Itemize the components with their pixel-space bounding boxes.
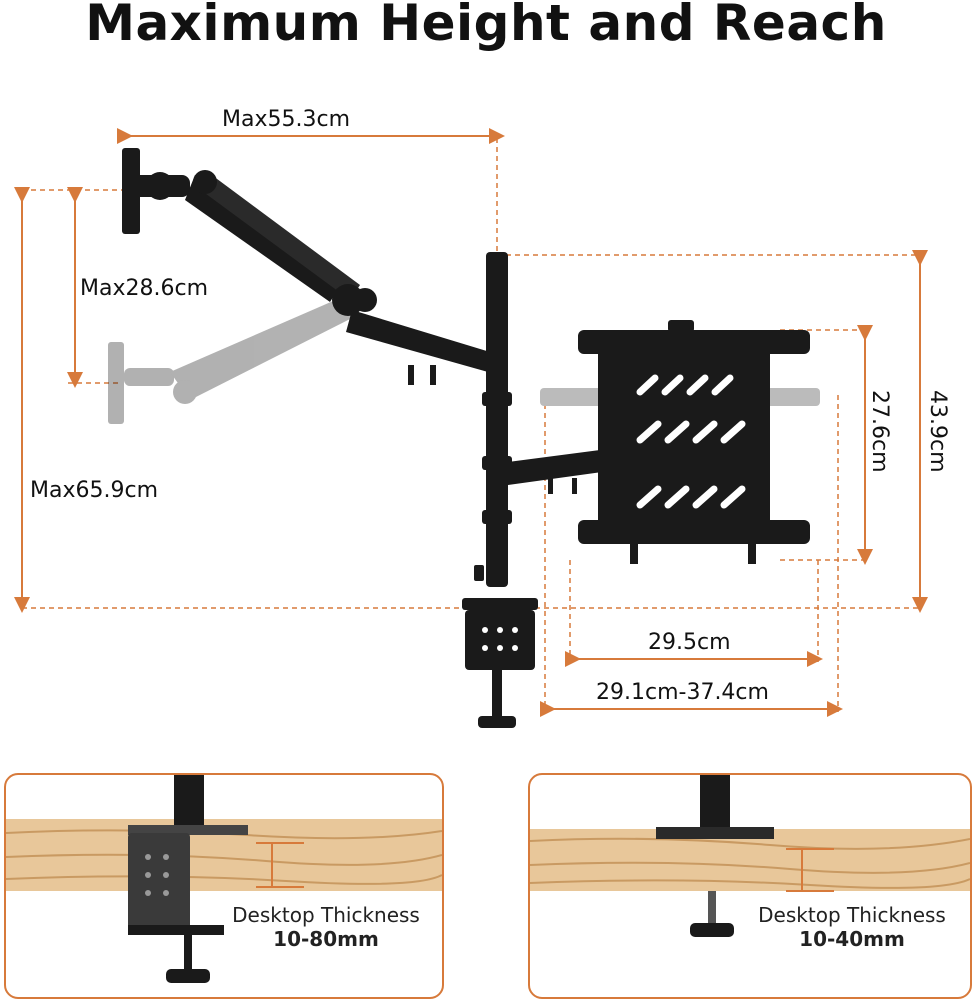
dimension-arrows: [14, 128, 928, 717]
dashed-guides: [22, 138, 920, 712]
label-reach-horizontal: Max55.3cm: [222, 107, 350, 132]
caption-right: Desktop Thickness 10-40mm: [742, 903, 962, 951]
caption-left: Desktop Thickness 10-80mm: [216, 903, 436, 951]
tray-arm: [508, 450, 602, 494]
label-pole-height: 43.9cm: [925, 390, 950, 473]
label-tray-adjust: 29.1cm-37.4cm: [596, 680, 769, 705]
clamp-panel-right: Desktop Thickness 10-40mm: [528, 773, 972, 999]
clamp-panel-left: Desktop Thickness 10-80mm: [4, 773, 444, 999]
mount-diagram: [14, 128, 928, 728]
label-tilt-height: Max28.6cm: [80, 276, 208, 301]
monitor-arm: [122, 148, 490, 385]
caption-right-range: 10-40mm: [799, 927, 905, 951]
caption-left-range: 10-80mm: [273, 927, 379, 951]
arm-lowered-ghost: [108, 298, 356, 424]
label-tray-height: 27.6cm: [867, 390, 892, 473]
clamp-holes: [482, 627, 518, 651]
clamp-illustration-left: [6, 775, 442, 983]
tray-vents: [636, 374, 746, 509]
label-max-height: Max65.9cm: [30, 478, 158, 503]
caption-right-text: Desktop Thickness: [758, 903, 946, 927]
page-title: Maximum Height and Reach: [85, 0, 887, 52]
clamp-illustration-right: [530, 775, 970, 937]
mount-pole: [462, 252, 538, 728]
label-tray-width: 29.5cm: [648, 630, 731, 655]
caption-left-text: Desktop Thickness: [232, 903, 420, 927]
laptop-tray: [540, 320, 820, 564]
